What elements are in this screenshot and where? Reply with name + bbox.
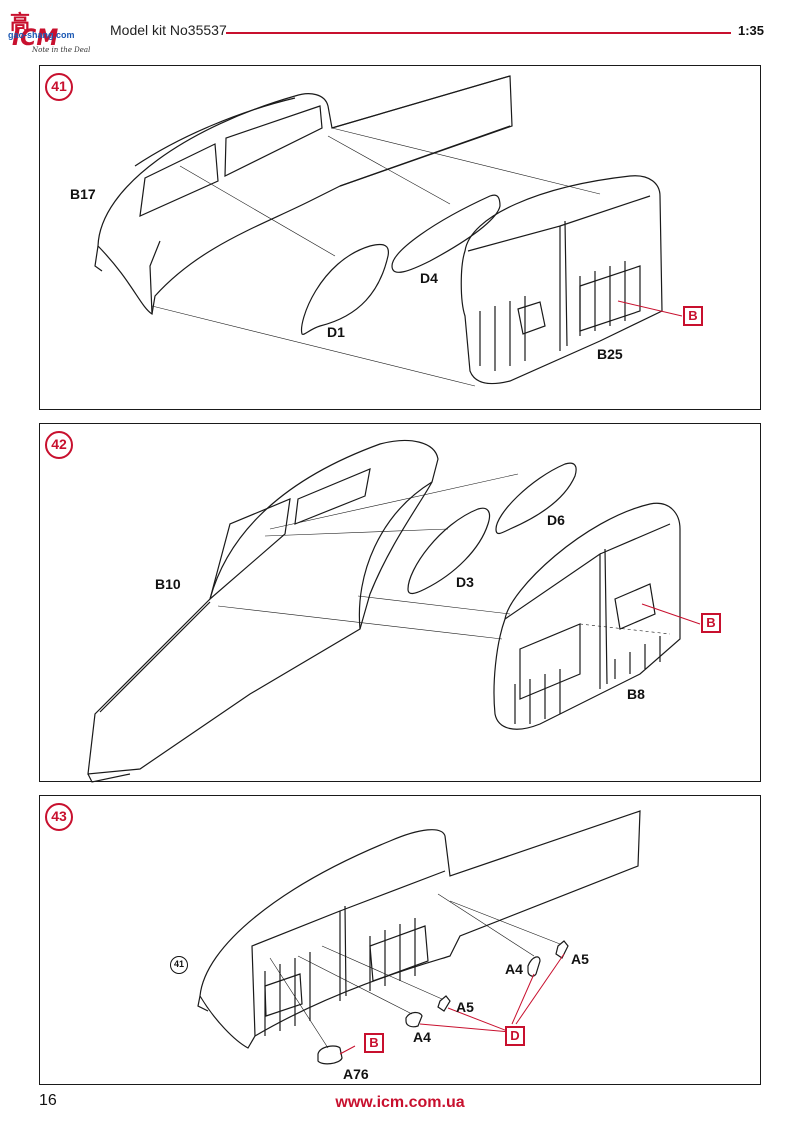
b25-door (460, 175, 663, 385)
page-number: 16 (39, 1092, 57, 1109)
scale-label: 1:35 (738, 23, 765, 38)
cab-assembly (199, 810, 641, 1049)
step-number-badge: 41 (45, 73, 73, 101)
b10-shell (87, 439, 439, 775)
leader-d3 (264, 528, 449, 537)
color-ref-box: D (505, 1026, 525, 1046)
step-43-panel: 43 41 (39, 795, 761, 1085)
leader-b8-top (357, 595, 511, 615)
leader-hidden (579, 623, 671, 635)
leader-b25-bottom (151, 305, 476, 387)
part-label: A5 (456, 999, 474, 1015)
color-ref-box: B (683, 306, 703, 326)
leader-a76 (269, 957, 329, 1049)
part-label: D1 (327, 324, 345, 340)
d1-window (300, 243, 390, 335)
leader-b-color (641, 603, 701, 625)
logo-tagline: Note in the Deal (32, 46, 91, 54)
footer-url[interactable]: www.icm.com.ua (335, 1094, 465, 1111)
part-label: A5 (571, 951, 589, 967)
d3-window (407, 507, 491, 595)
step-42-drawing (87, 439, 701, 783)
header-rule (226, 32, 731, 34)
page-header: 高 ICM gao-shang.com Note in the Deal Mod… (0, 0, 800, 60)
leader-b8-bottom (217, 605, 503, 640)
step-41-panel: 41 B17 D4 D1 B25 B (39, 65, 761, 410)
a4-handle-left (405, 1011, 423, 1028)
part-label: A4 (505, 961, 523, 977)
d4-window (391, 194, 501, 273)
part-label: A4 (413, 1029, 431, 1045)
a5-lever-left (437, 995, 451, 1012)
step-number-badge: 42 (45, 431, 73, 459)
color-ref-box: B (701, 613, 721, 633)
part-label: D4 (420, 270, 438, 286)
leader-d-1 (419, 1023, 511, 1033)
leader-b25-top (331, 127, 601, 195)
icm-logo: 高 ICM gao-shang.com Note in the Deal (8, 4, 100, 56)
logo-watermark: gao-shang.com (8, 30, 75, 40)
leader-d-2 (447, 1007, 511, 1033)
leader-b17-d1 (179, 165, 336, 257)
leader-b-color (339, 1045, 356, 1055)
a4-handle-right (527, 956, 541, 977)
step-ref-badge: 41 (170, 956, 188, 974)
step-42-panel: 42 B10 D6 D3 B8 B (39, 423, 761, 783)
leader-d-3 (511, 973, 535, 1025)
step-41-drawing (94, 75, 683, 387)
part-label: D3 (456, 574, 474, 590)
leader-b17-d4 (327, 135, 451, 205)
leader-a5-left (321, 945, 443, 1000)
part-label: B8 (627, 686, 645, 702)
leader-d-4 (515, 953, 565, 1025)
leader-b-color (617, 300, 683, 317)
part-label: B17 (70, 186, 96, 202)
logo-cn-text: 高 (10, 10, 31, 34)
leader-a5-right (449, 900, 561, 945)
leader-d6 (269, 473, 519, 530)
a76-handle (317, 1045, 343, 1065)
part-label: D6 (547, 512, 565, 528)
b8-door (493, 502, 681, 730)
step-number-badge: 43 (45, 803, 73, 831)
part-label: B10 (155, 576, 181, 592)
kit-title: Model kit No35537 (110, 22, 227, 38)
leader-a4-right (437, 893, 535, 957)
color-ref-box: B (364, 1033, 384, 1053)
logo-mark: ICM (12, 26, 59, 51)
part-label: B25 (597, 346, 623, 362)
a5-lever-right (555, 940, 569, 959)
d6-window (495, 462, 577, 535)
part-label: A76 (343, 1066, 369, 1082)
b17-shell (97, 75, 513, 316)
step-43-drawing (197, 810, 641, 1065)
leader-a4-left (297, 955, 413, 1015)
